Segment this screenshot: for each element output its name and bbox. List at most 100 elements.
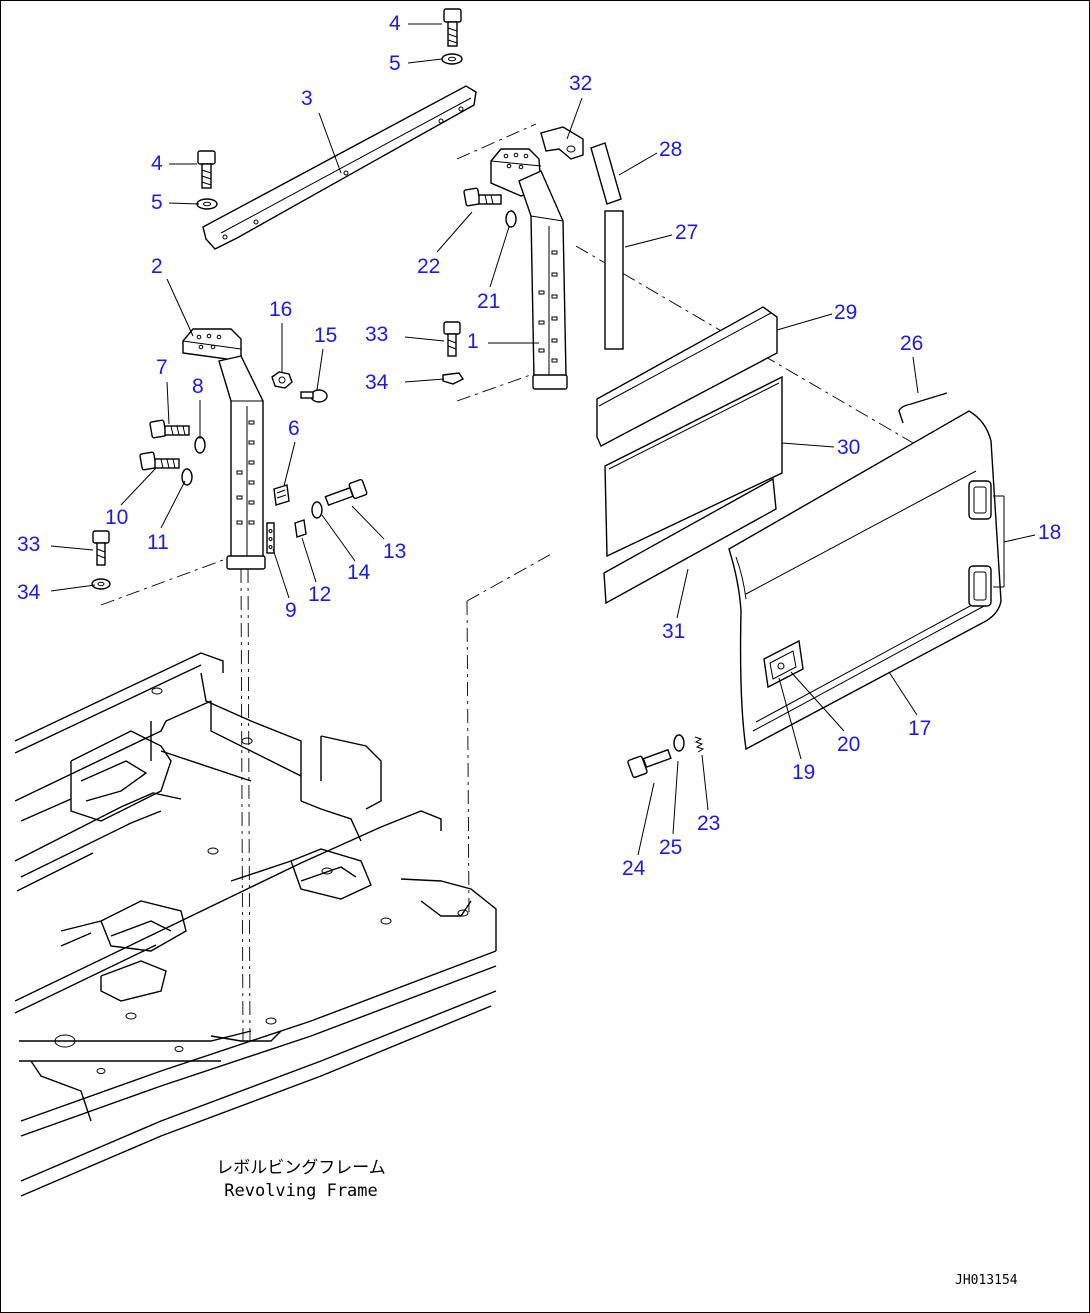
callout-label-4: 4 bbox=[389, 12, 401, 35]
callout-label-8: 8 bbox=[192, 375, 204, 398]
spring-23 bbox=[694, 736, 705, 753]
caption-english: Revolving Frame bbox=[224, 1181, 378, 1201]
callout-label-4: 4 bbox=[151, 152, 163, 175]
callout-label-22: 22 bbox=[417, 255, 440, 278]
callout-leader-26 bbox=[912, 356, 919, 394]
callout-label-11: 11 bbox=[147, 531, 169, 554]
callout-leader-20 bbox=[790, 671, 845, 732]
callout-label-2: 2 bbox=[151, 255, 163, 278]
callout-label-31: 31 bbox=[662, 620, 685, 643]
callout-label-28: 28 bbox=[659, 138, 682, 161]
bolt-7 bbox=[149, 419, 190, 439]
callout-label-21: 21 bbox=[477, 290, 500, 313]
callout-label-9: 9 bbox=[285, 599, 297, 622]
callout-label-18: 18 bbox=[1038, 521, 1061, 544]
callout-label-25: 25 bbox=[659, 836, 682, 859]
callout-label-13: 13 bbox=[383, 540, 406, 563]
callout-leader-2 bbox=[166, 278, 194, 337]
callout-label-29: 29 bbox=[834, 301, 857, 324]
callout-leader-7 bbox=[166, 381, 170, 425]
bracket-32 bbox=[540, 126, 584, 160]
seal-28 bbox=[590, 142, 622, 205]
callout-label-3: 3 bbox=[301, 87, 313, 110]
callout-layer: 1234545781615610113334912141333343228272… bbox=[17, 12, 1061, 880]
bolt-24 bbox=[627, 748, 672, 778]
callout-leader-14 bbox=[321, 514, 356, 562]
callout-leader-29 bbox=[776, 313, 833, 331]
washer-14 bbox=[311, 501, 323, 519]
wire-26 bbox=[898, 392, 948, 424]
caption-japanese: レボルビングフレーム bbox=[216, 1158, 386, 1178]
callout-label-34: 34 bbox=[365, 371, 389, 394]
nut-16 bbox=[271, 371, 293, 389]
post-1 bbox=[490, 148, 568, 390]
revolving-frame bbox=[14, 652, 497, 1197]
callout-leader-23 bbox=[701, 754, 709, 811]
washer-21 bbox=[505, 210, 517, 228]
callout-leader-30 bbox=[781, 442, 835, 448]
plate-6 bbox=[273, 484, 290, 506]
callout-leader-33 bbox=[404, 336, 445, 342]
callout-leader-9 bbox=[272, 548, 290, 599]
callout-leader-33 bbox=[50, 545, 94, 551]
callout-leader-13 bbox=[351, 505, 385, 540]
bolt-4-left bbox=[197, 150, 216, 189]
callout-leader-15 bbox=[316, 348, 324, 391]
callout-label-5: 5 bbox=[151, 191, 163, 214]
callout-label-19: 19 bbox=[792, 761, 815, 784]
callout-label-20: 20 bbox=[837, 733, 860, 756]
washer-25 bbox=[673, 734, 685, 752]
callout-leader-12 bbox=[301, 537, 317, 583]
callout-leader-5 bbox=[168, 202, 200, 205]
callout-leader-5 bbox=[407, 58, 443, 64]
bolt-33-right bbox=[443, 321, 461, 357]
washer-11 bbox=[181, 468, 193, 486]
callout-leader-18 bbox=[1003, 534, 1036, 543]
callout-label-17: 17 bbox=[908, 717, 931, 740]
callout-label-30: 30 bbox=[837, 436, 860, 459]
callout-label-34: 34 bbox=[17, 581, 41, 604]
callout-label-14: 14 bbox=[347, 561, 371, 584]
callout-label-12: 12 bbox=[308, 583, 331, 606]
callout-leader-17 bbox=[888, 671, 918, 716]
callout-label-6: 6 bbox=[288, 417, 300, 440]
callout-label-5: 5 bbox=[389, 52, 401, 75]
callout-label-24: 24 bbox=[622, 857, 646, 880]
callout-label-23: 23 bbox=[697, 812, 720, 835]
spacer-12 bbox=[294, 519, 307, 538]
drawing-number: JH013154 bbox=[955, 1273, 1018, 1288]
callout-label-1: 1 bbox=[467, 330, 479, 353]
bolt-22 bbox=[463, 187, 502, 207]
seal-27 bbox=[604, 210, 624, 350]
callout-label-33: 33 bbox=[17, 533, 40, 556]
callout-leader-27 bbox=[624, 234, 673, 248]
callout-label-32: 32 bbox=[569, 72, 592, 95]
callout-leader-34 bbox=[404, 378, 445, 383]
bolt-15 bbox=[300, 389, 328, 403]
callout-leader-21 bbox=[489, 226, 510, 288]
assembly-centerlines bbox=[100, 123, 962, 1042]
callout-leader-22 bbox=[436, 211, 473, 253]
callout-leader-32 bbox=[566, 97, 583, 140]
callout-label-27: 27 bbox=[675, 221, 698, 244]
callout-label-15: 15 bbox=[314, 324, 337, 347]
callout-leader-11 bbox=[160, 480, 186, 529]
callout-label-33: 33 bbox=[365, 323, 388, 346]
bolt-10 bbox=[139, 451, 180, 471]
bolt-33-left bbox=[92, 530, 110, 566]
callout-leader-10 bbox=[120, 467, 157, 506]
washer-8 bbox=[194, 436, 206, 454]
washer-5-top bbox=[441, 53, 463, 65]
callout-leader-28 bbox=[618, 152, 658, 176]
callout-leader-3 bbox=[318, 112, 342, 174]
callout-label-10: 10 bbox=[105, 506, 128, 529]
callout-leader-34 bbox=[50, 584, 96, 592]
lock-19-20 bbox=[763, 639, 804, 689]
bolt-13 bbox=[324, 478, 368, 507]
callout-leader-24 bbox=[637, 782, 655, 856]
callout-leader-19 bbox=[778, 677, 802, 760]
washer-34-right bbox=[442, 372, 465, 385]
callout-leader-6 bbox=[283, 441, 296, 487]
panel-29 bbox=[596, 306, 778, 447]
